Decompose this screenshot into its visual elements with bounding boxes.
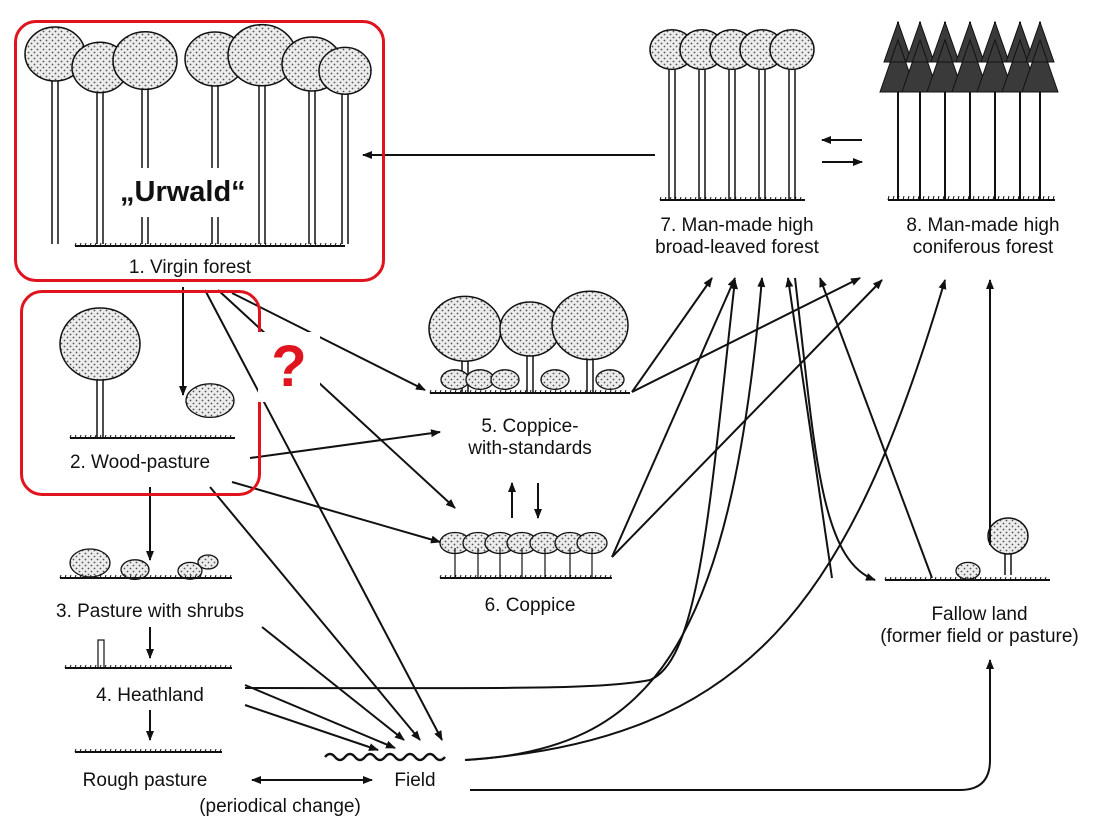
shrub-2 xyxy=(120,559,150,581)
rough-ground-grass xyxy=(74,748,222,753)
label-broad-leaved-line2: broad-leaved forest xyxy=(655,237,819,258)
arrow-7-to-fallow xyxy=(794,277,876,581)
shrub-3 xyxy=(177,561,203,580)
label-fallow-land: Fallow land (former field or pasture) xyxy=(852,604,1107,648)
arrow-4-to-field-b xyxy=(244,684,396,749)
cws-coppice-2 xyxy=(490,369,520,391)
label-rough-pasture: Rough pasture xyxy=(82,770,208,791)
label-coppice-with-standards: 5. Coppice- with-standards xyxy=(420,416,640,460)
broadleaf-ground-grass xyxy=(659,196,802,201)
label-heathland: 4. Heathland xyxy=(96,685,204,706)
label-coppice: 6. Coppice xyxy=(484,595,576,616)
arrow-2-to-6 xyxy=(231,481,441,544)
arrow-1-to-5 xyxy=(231,292,426,391)
arrow-4-to-7 xyxy=(244,279,738,690)
label-field: Field xyxy=(394,770,436,791)
arrow-field-to-fallow xyxy=(470,659,994,791)
arrow-4-to-field xyxy=(244,704,379,751)
arrow-field-to-8 xyxy=(464,279,947,761)
broadleaf-tree-4-crown xyxy=(769,29,815,71)
arrow-6-to-8 xyxy=(611,279,883,558)
label-wood-pasture: 2. Wood-pasture xyxy=(69,452,211,473)
arrow-2-to-field xyxy=(209,486,421,741)
arrow-5-to-8 xyxy=(631,277,861,393)
arrow-3-to-field xyxy=(261,626,405,741)
illustrations xyxy=(24,20,1059,753)
conifer-ground-grass xyxy=(887,195,1055,201)
virgin-ground-grass xyxy=(74,242,342,247)
cws-coppice-3 xyxy=(540,369,570,391)
conifer-3-crown xyxy=(951,20,989,93)
shrub-4 xyxy=(197,554,219,570)
shrub-1 xyxy=(69,548,111,578)
virgin-tree-2-crown xyxy=(112,31,178,91)
pasture-ground-grass xyxy=(59,574,232,579)
arrow-fallow-to-7b xyxy=(785,277,833,579)
field-furrows xyxy=(324,752,446,762)
highlight-box-virgin-forest xyxy=(14,20,385,282)
conifer-0-crown xyxy=(879,20,917,93)
arrow-fallow-to-7a xyxy=(819,277,933,579)
conifer-1-crown xyxy=(901,20,939,93)
label-broad-leaved-line1: 7. Man-made high xyxy=(660,215,814,236)
label-broad-leaved-forest: 7. Man-made high broad-leaved forest xyxy=(612,215,862,259)
arrows xyxy=(146,136,994,791)
label-fallow-line1: Fallow land xyxy=(931,604,1028,625)
coppice-ground-grass xyxy=(439,574,612,579)
cws-coppice-1 xyxy=(465,369,495,391)
cws-standard-2-crown xyxy=(551,290,629,361)
arrow-5-to-7 xyxy=(631,277,713,393)
heath-juniper xyxy=(97,639,105,669)
arrow-1-to-6 xyxy=(217,289,456,509)
arrow-2-to-5 xyxy=(249,429,441,459)
label-coniferous-line2: coniferous forest xyxy=(912,237,1054,258)
fallow-tree-crown xyxy=(987,517,1029,555)
label-coniferous-line1: 8. Man-made high xyxy=(906,215,1060,236)
cws-ground-grass xyxy=(429,389,627,394)
conifer-6-crown xyxy=(1021,20,1059,93)
cws-coppice-4 xyxy=(595,369,625,391)
label-coppice-with-standards-line2: with-standards xyxy=(468,438,592,459)
label-periodical-change: (periodical change) xyxy=(199,796,361,817)
wood-pasture-ground-grass xyxy=(69,434,232,439)
virgin-tree-6-crown xyxy=(318,46,372,95)
label-coniferous-forest: 8. Man-made high coniferous forest xyxy=(858,215,1108,259)
label-coppice-with-standards-line1: 5. Coppice- xyxy=(481,416,579,437)
question-mark: ? xyxy=(258,332,320,402)
wood-pasture-oak-crown xyxy=(59,307,141,381)
cws-coppice-0 xyxy=(440,369,470,391)
cws-standard-0-crown xyxy=(428,295,502,362)
conifer-2-crown xyxy=(926,20,964,93)
label-virgin-forest: 1. Virgin forest xyxy=(128,257,252,278)
cws-standard-1-crown xyxy=(499,301,561,357)
arrow-6-to-7 xyxy=(611,277,736,558)
fallow-bush xyxy=(955,561,981,580)
fallow-ground-grass xyxy=(884,576,1047,581)
conifer-4-crown xyxy=(976,20,1014,93)
label-pasture-with-shrubs: 3. Pasture with shrubs xyxy=(56,601,244,622)
heath-ground-grass xyxy=(64,664,232,669)
wood-pasture-bush xyxy=(185,383,235,419)
arrow-field-to-7 xyxy=(464,277,766,761)
label-fallow-line2: (former field or pasture) xyxy=(880,626,1079,647)
arrow-1-to-field xyxy=(204,289,443,741)
urwald-label: „Urwald“ xyxy=(108,168,258,217)
